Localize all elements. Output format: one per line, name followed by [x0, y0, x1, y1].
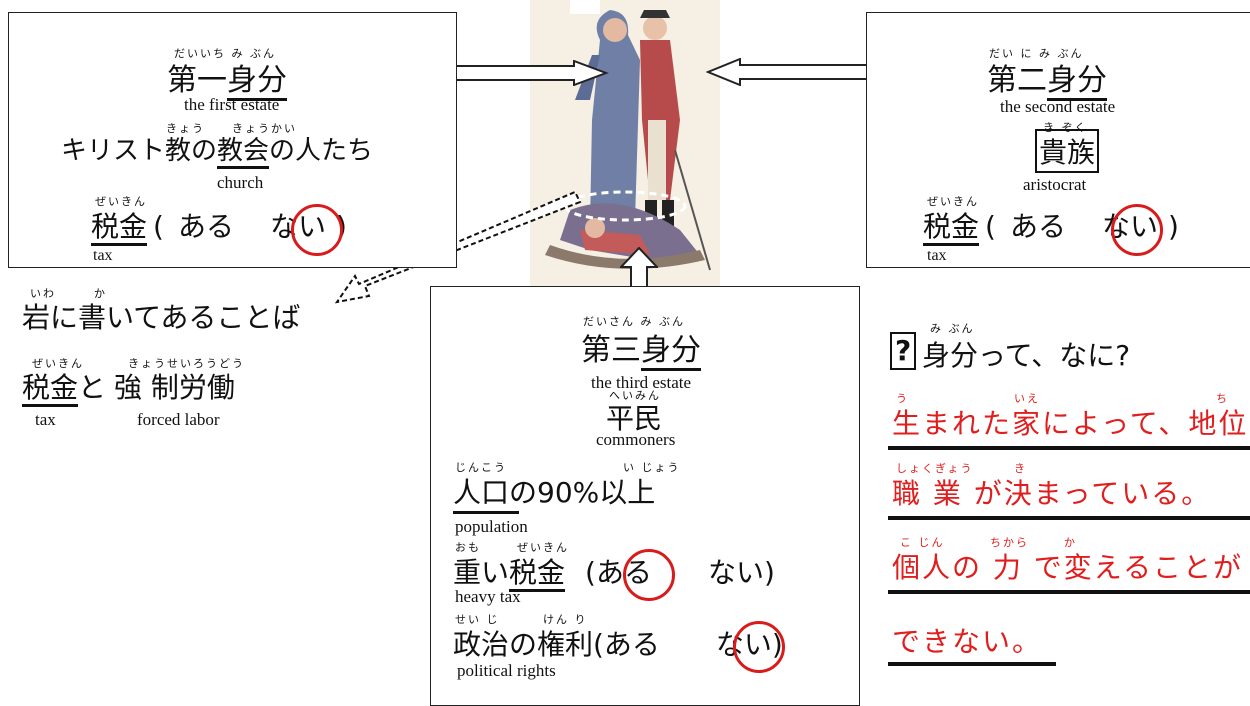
answer1-ruby-a: う: [896, 392, 909, 405]
third-heavy-ruby-b: ぜいきん: [517, 541, 569, 554]
answer-line-1: 生まれた家によって、地位: [892, 407, 1249, 440]
answer-line-3: 個人の 力 で変えることが: [892, 551, 1243, 584]
third-title-ruby: だいさん み ぶん: [583, 315, 685, 328]
answer-line-1-rule: [888, 446, 1250, 450]
dashed-arrow-rock: [335, 190, 582, 304]
answer2-ruby-b: き: [1014, 462, 1027, 475]
arrow-third-to-figure: [620, 247, 658, 289]
rock-ruby-a: いわ: [30, 287, 56, 300]
answer-line-4: できない。: [892, 625, 1043, 658]
third-pop-en: population: [455, 517, 528, 536]
third-estate-box: だいさん み ぶん 第三身分 the third estate へいみん 平民 …: [430, 286, 860, 706]
first-estate-box: だいいち み ぶん 第一身分 the first estate きょう きょうか…: [8, 12, 457, 268]
rock-text: 岩に書いてあることば: [22, 301, 301, 334]
third-pol: 政治の権利(ある ない): [453, 628, 783, 661]
second-noble-en: aristocrat: [1023, 175, 1087, 194]
third-heavy-tax: 税金: [509, 556, 566, 592]
third-heavy-a: 重い: [453, 556, 510, 589]
rock-ruby-b: か: [94, 287, 107, 300]
rock-tax: 税金: [22, 371, 79, 407]
answer3-ruby-a: こ じん: [900, 536, 945, 549]
third-pop: 人口の90%以上: [453, 476, 656, 509]
answer3-ruby-b: ちから: [990, 536, 1029, 549]
first-tax-ruby: ぜいきん: [95, 195, 147, 208]
third-common-en: commoners: [596, 430, 676, 449]
third-title-ordinal: 第三: [581, 333, 641, 368]
third-title: 第三身分: [581, 325, 701, 371]
third-pop-ruby-b: い じょう: [623, 461, 681, 474]
answer-line-2: 職 業 が決まっている。: [892, 477, 1212, 510]
second-estate-box: だい に み ぶん 第二身分 the second estate き ぞく 貴族…: [866, 12, 1250, 268]
rock-words: 税金と強 制労働: [22, 366, 235, 407]
first-people-a: キリスト教の: [61, 136, 218, 166]
answer3-ruby-c: か: [1064, 536, 1077, 549]
second-tax-label: 税金: [923, 210, 980, 246]
third-pol-circle: [733, 621, 785, 673]
third-en: the third estate: [591, 373, 692, 392]
first-tax-en: tax: [93, 247, 113, 264]
third-common: 平民: [606, 402, 663, 435]
third-heavy-ruby-a: おも: [455, 541, 481, 554]
first-open: (: [153, 210, 164, 243]
answer-line-3-rule: [888, 590, 1250, 594]
third-heavy-circle: [623, 549, 675, 601]
question-text: 身分って、なに?: [922, 339, 1131, 372]
question-mark: ?: [890, 332, 917, 370]
answer-line-2-rule: [888, 516, 1250, 520]
second-title-ordinal: 第二: [987, 63, 1047, 98]
third-pol-ruby-b: けん り: [543, 613, 588, 626]
first-title-ruby: だいいち み ぶん: [174, 47, 276, 60]
first-tax-label: 税金: [91, 210, 148, 246]
first-people-ruby-a: きょう: [166, 122, 205, 135]
third-common-ruby: へいみん: [609, 389, 661, 402]
second-answer-circle: [1111, 204, 1163, 256]
second-title: 第二身分: [987, 55, 1107, 101]
answer1-ruby-c: ち: [1216, 392, 1229, 405]
first-people-c: の人たち: [269, 136, 374, 166]
first-title-estate: 身分: [227, 63, 287, 101]
third-heavy: 重い税金 (ある ない): [453, 551, 775, 592]
rock-labor-ruby: きょうせいろうどう: [128, 357, 245, 370]
first-people-en: church: [217, 173, 264, 192]
answer1-ruby-b: いえ: [1014, 392, 1040, 405]
answer2-ruby-a: しょくぎょう: [896, 462, 974, 475]
answer-line-4-rule: [888, 662, 1056, 666]
second-en: the second estate: [1000, 97, 1116, 116]
second-title-estate: 身分: [1047, 63, 1107, 101]
first-people-church: 教会: [217, 136, 270, 169]
third-pop-ruby-a: じんこう: [455, 461, 507, 474]
second-title-ruby: だい に み ぶん: [989, 47, 1084, 60]
third-heavy-en: heavy tax: [455, 587, 521, 606]
question-ruby: み ぶん: [930, 322, 975, 335]
first-answer-circle: [291, 204, 343, 256]
second-aru: ある: [1009, 210, 1066, 243]
illustration-svg: [530, 0, 720, 290]
rock-tax-ruby: ぜいきん: [32, 357, 84, 370]
first-en: the first estate: [184, 95, 280, 114]
second-open: (: [985, 210, 996, 243]
third-heavy-opts: (ある ない): [585, 556, 775, 589]
second-noble: 貴族: [1035, 129, 1100, 173]
second-tax-en: tax: [927, 247, 947, 264]
estates-illustration: [530, 0, 720, 290]
rock-and: と: [78, 371, 107, 404]
first-people: キリスト教の教会の人たち: [61, 130, 374, 169]
rock-labor-en: forced labor: [137, 410, 220, 429]
second-tax-ruby: ぜいきん: [927, 195, 979, 208]
rock-tax-en: tax: [35, 410, 56, 429]
third-pol-en: political rights: [457, 661, 556, 680]
rock-labor: 強 制労働: [114, 371, 235, 404]
first-title-ordinal: 第一: [167, 63, 227, 98]
first-aru: ある: [177, 210, 234, 243]
third-title-estate: 身分: [641, 333, 701, 371]
third-pol-ruby-a: せい じ: [455, 613, 500, 626]
third-pop-underline: [453, 511, 519, 514]
first-people-ruby-b: きょうかい: [232, 122, 297, 135]
second-close: ): [1167, 210, 1179, 243]
first-title: 第一身分: [167, 55, 287, 101]
